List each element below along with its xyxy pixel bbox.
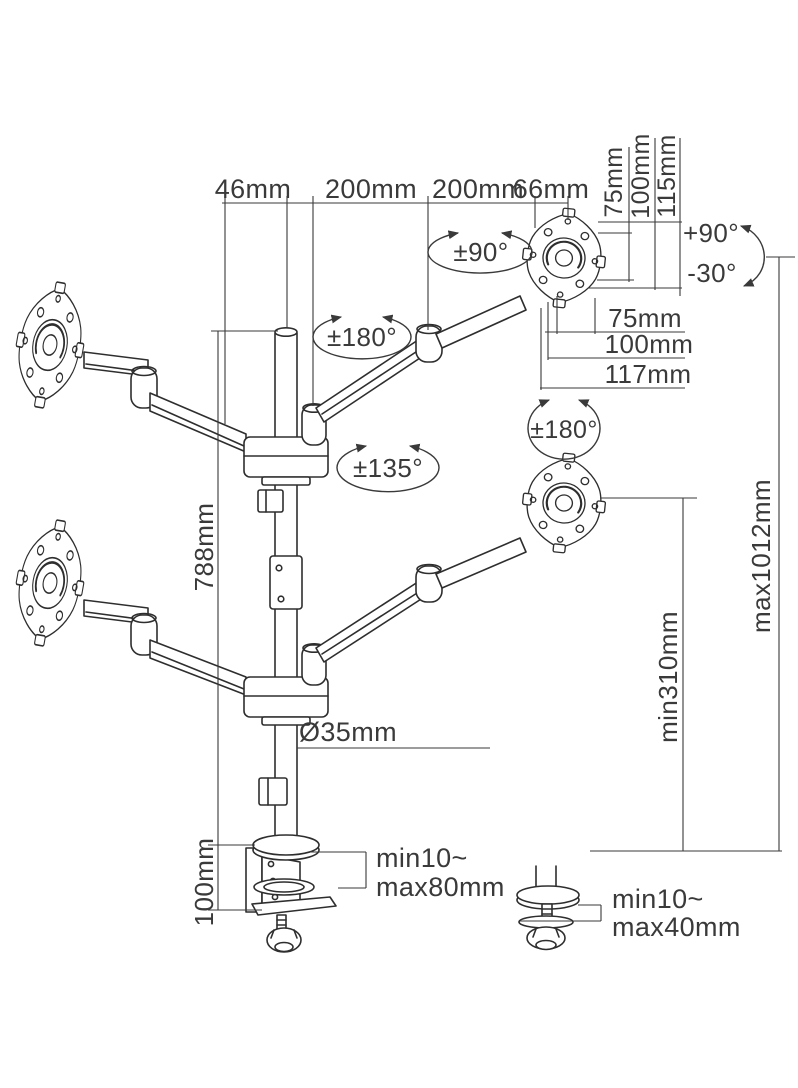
dim-grommet-range	[520, 904, 602, 922]
dim-200mm-label-1: 200mm	[325, 174, 417, 204]
arm-bottom-left	[83, 599, 247, 696]
dim-clamp-range	[310, 851, 367, 889]
pole-cap	[274, 326, 298, 337]
rotation-arc-top-arm	[427, 230, 533, 274]
dim-vesa-115mm-vertical: 115mm	[653, 134, 681, 218]
grommet-range-min-label: min10~	[612, 884, 704, 914]
min-height-label: min310mm	[653, 611, 683, 743]
vesa-plate-top-left	[4, 275, 96, 415]
dim-200mm-label-2: 200mm	[432, 174, 524, 204]
rotation-arc-upper	[312, 314, 412, 360]
dim-vesa-100mm-label: 100mm	[605, 329, 694, 359]
pole-length-label: 788mm	[189, 503, 219, 592]
pole-collar-lower	[243, 642, 329, 726]
rotation-arc-vesa	[527, 399, 601, 460]
tilt-up-label: +90°	[683, 218, 739, 248]
pole-diameter-label: Ø35mm	[299, 717, 397, 747]
pole-collar-upper	[243, 402, 329, 486]
clamp-range-max-label: max80mm	[376, 872, 505, 902]
clamp-bracket	[245, 847, 263, 913]
vesa-plate-middle-right	[516, 448, 612, 558]
clamp-height-label: 100mm	[189, 838, 219, 927]
pole	[257, 326, 303, 844]
tilt-arc	[739, 224, 765, 287]
grommet-range-max-label: max40mm	[612, 912, 741, 942]
arm-middle-right	[315, 537, 527, 663]
arm-top-left	[83, 351, 247, 453]
rotation-135-label: ±135°	[353, 453, 423, 483]
cable-clip-upper	[257, 489, 284, 513]
dim-vesa-75mm-label: 75mm	[608, 303, 682, 333]
dimension-labels: 46mm 200mm 200mm 66mm 75mm 100mm 115mm +…	[189, 133, 776, 942]
dim-max-height	[766, 256, 795, 851]
max-height-label: max1012mm	[746, 479, 776, 633]
cable-clip-lower	[258, 777, 288, 806]
dimension-lines	[208, 138, 795, 922]
dim-min-height	[600, 497, 697, 851]
desk-clamp	[245, 834, 337, 953]
dim-vesa-117mm-label: 117mm	[605, 359, 692, 389]
dim-46mm-label: 46mm	[215, 174, 292, 204]
tilt-down-label: -30°	[687, 258, 737, 288]
dim-vesa-75mm-vertical: 75mm	[600, 146, 628, 217]
grommet-mount	[516, 865, 580, 951]
vesa-plate-top-right	[516, 203, 612, 313]
rotation-180-upper-label: ±180°	[327, 322, 397, 352]
clamp-range-min-label: min10~	[376, 843, 468, 873]
clamp-lower-jaw	[251, 896, 337, 916]
arm-top-right	[315, 295, 527, 423]
pole-sleeve	[269, 555, 303, 610]
dim-66mm-label: 66mm	[513, 174, 590, 204]
dim-pole-length	[208, 330, 278, 911]
vesa-plate-bottom-left	[4, 513, 96, 653]
rotation-180-vesa-label: ±180°	[530, 416, 597, 444]
dim-vesa-100mm-vertical: 100mm	[627, 133, 655, 218]
rotation-90-label: ±90°	[453, 237, 508, 267]
rotation-arc-lower	[336, 443, 440, 493]
